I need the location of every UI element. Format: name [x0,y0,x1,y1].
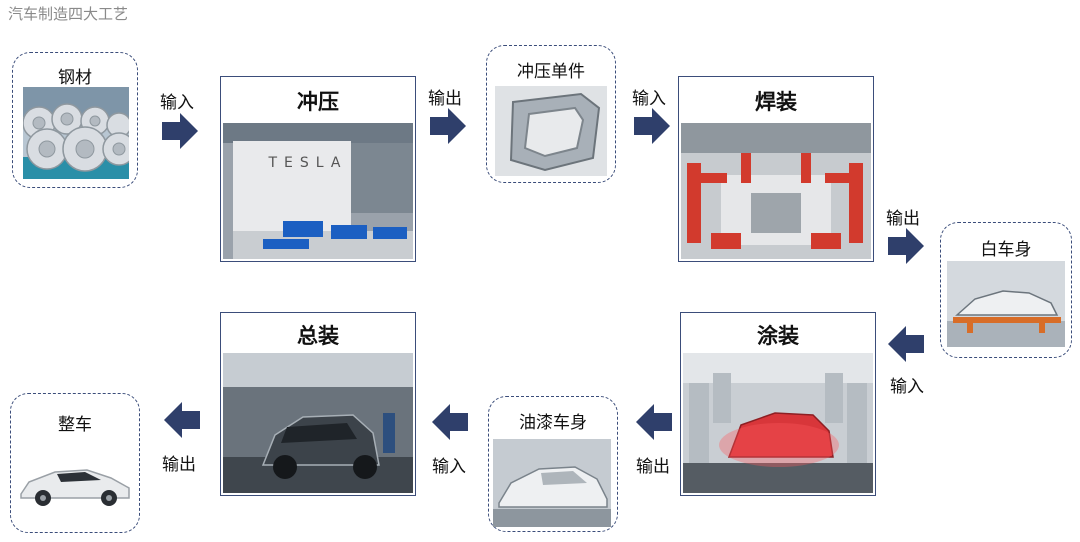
left-arrow-icon [636,404,672,440]
body-in-white-image [947,261,1065,347]
left-arrow-icon [888,326,924,362]
finished-car-image [15,454,135,510]
node-vehicle-label: 整车 [58,415,92,435]
node-stamping: 冲压 TESLA [220,76,416,262]
tesla-sign: TESLA [268,155,348,171]
paint-shop-image [683,353,873,493]
arrow-7-label: 输入 [432,457,466,477]
node-painting-label: 涂装 [757,324,799,348]
right-arrow-icon [634,108,670,144]
steel-coils-image [23,87,129,179]
diagram-title: 汽车制造四大工艺 [8,5,129,23]
node-body-in-white: 白车身 [940,222,1072,358]
arrow-4-label: 输出 [886,209,920,229]
node-stamping-label: 冲压 [297,90,339,114]
arrow-2-label: 输出 [428,89,462,109]
arrow-3-label: 输入 [632,89,666,109]
stamped-part-image [495,86,607,176]
welding-robots-image [681,123,871,259]
right-arrow-icon [888,228,924,264]
node-assembly-label: 总装 [297,324,339,348]
arrow-1-label: 输入 [160,93,194,113]
node-welding-label: 焊装 [755,90,797,114]
stamping-press-image [223,123,413,259]
left-arrow-icon [164,402,200,438]
node-body-in-white-label: 白车身 [980,240,1032,260]
arrow-8-label: 输出 [162,455,196,475]
node-stamped-parts: 冲压单件 [486,45,616,183]
node-painted-body-label: 油漆车身 [519,413,587,433]
node-steel-label: 钢材 [58,68,92,88]
assembly-line-image [223,353,413,493]
node-painted-body: 油漆车身 [488,396,618,532]
arrow-5-label: 输入 [890,377,924,397]
node-steel: 钢材 [12,52,138,188]
node-vehicle: 整车 [10,393,140,533]
node-welding: 焊装 [678,76,874,262]
arrow-6-label: 输出 [636,457,670,477]
painted-body-image [493,439,611,527]
left-arrow-icon [432,404,468,440]
right-arrow-icon [162,113,198,149]
right-arrow-icon [430,108,466,144]
node-stamped-parts-label: 冲压单件 [517,62,585,82]
node-assembly: 总装 [220,312,416,496]
node-painting: 涂装 [680,312,876,496]
